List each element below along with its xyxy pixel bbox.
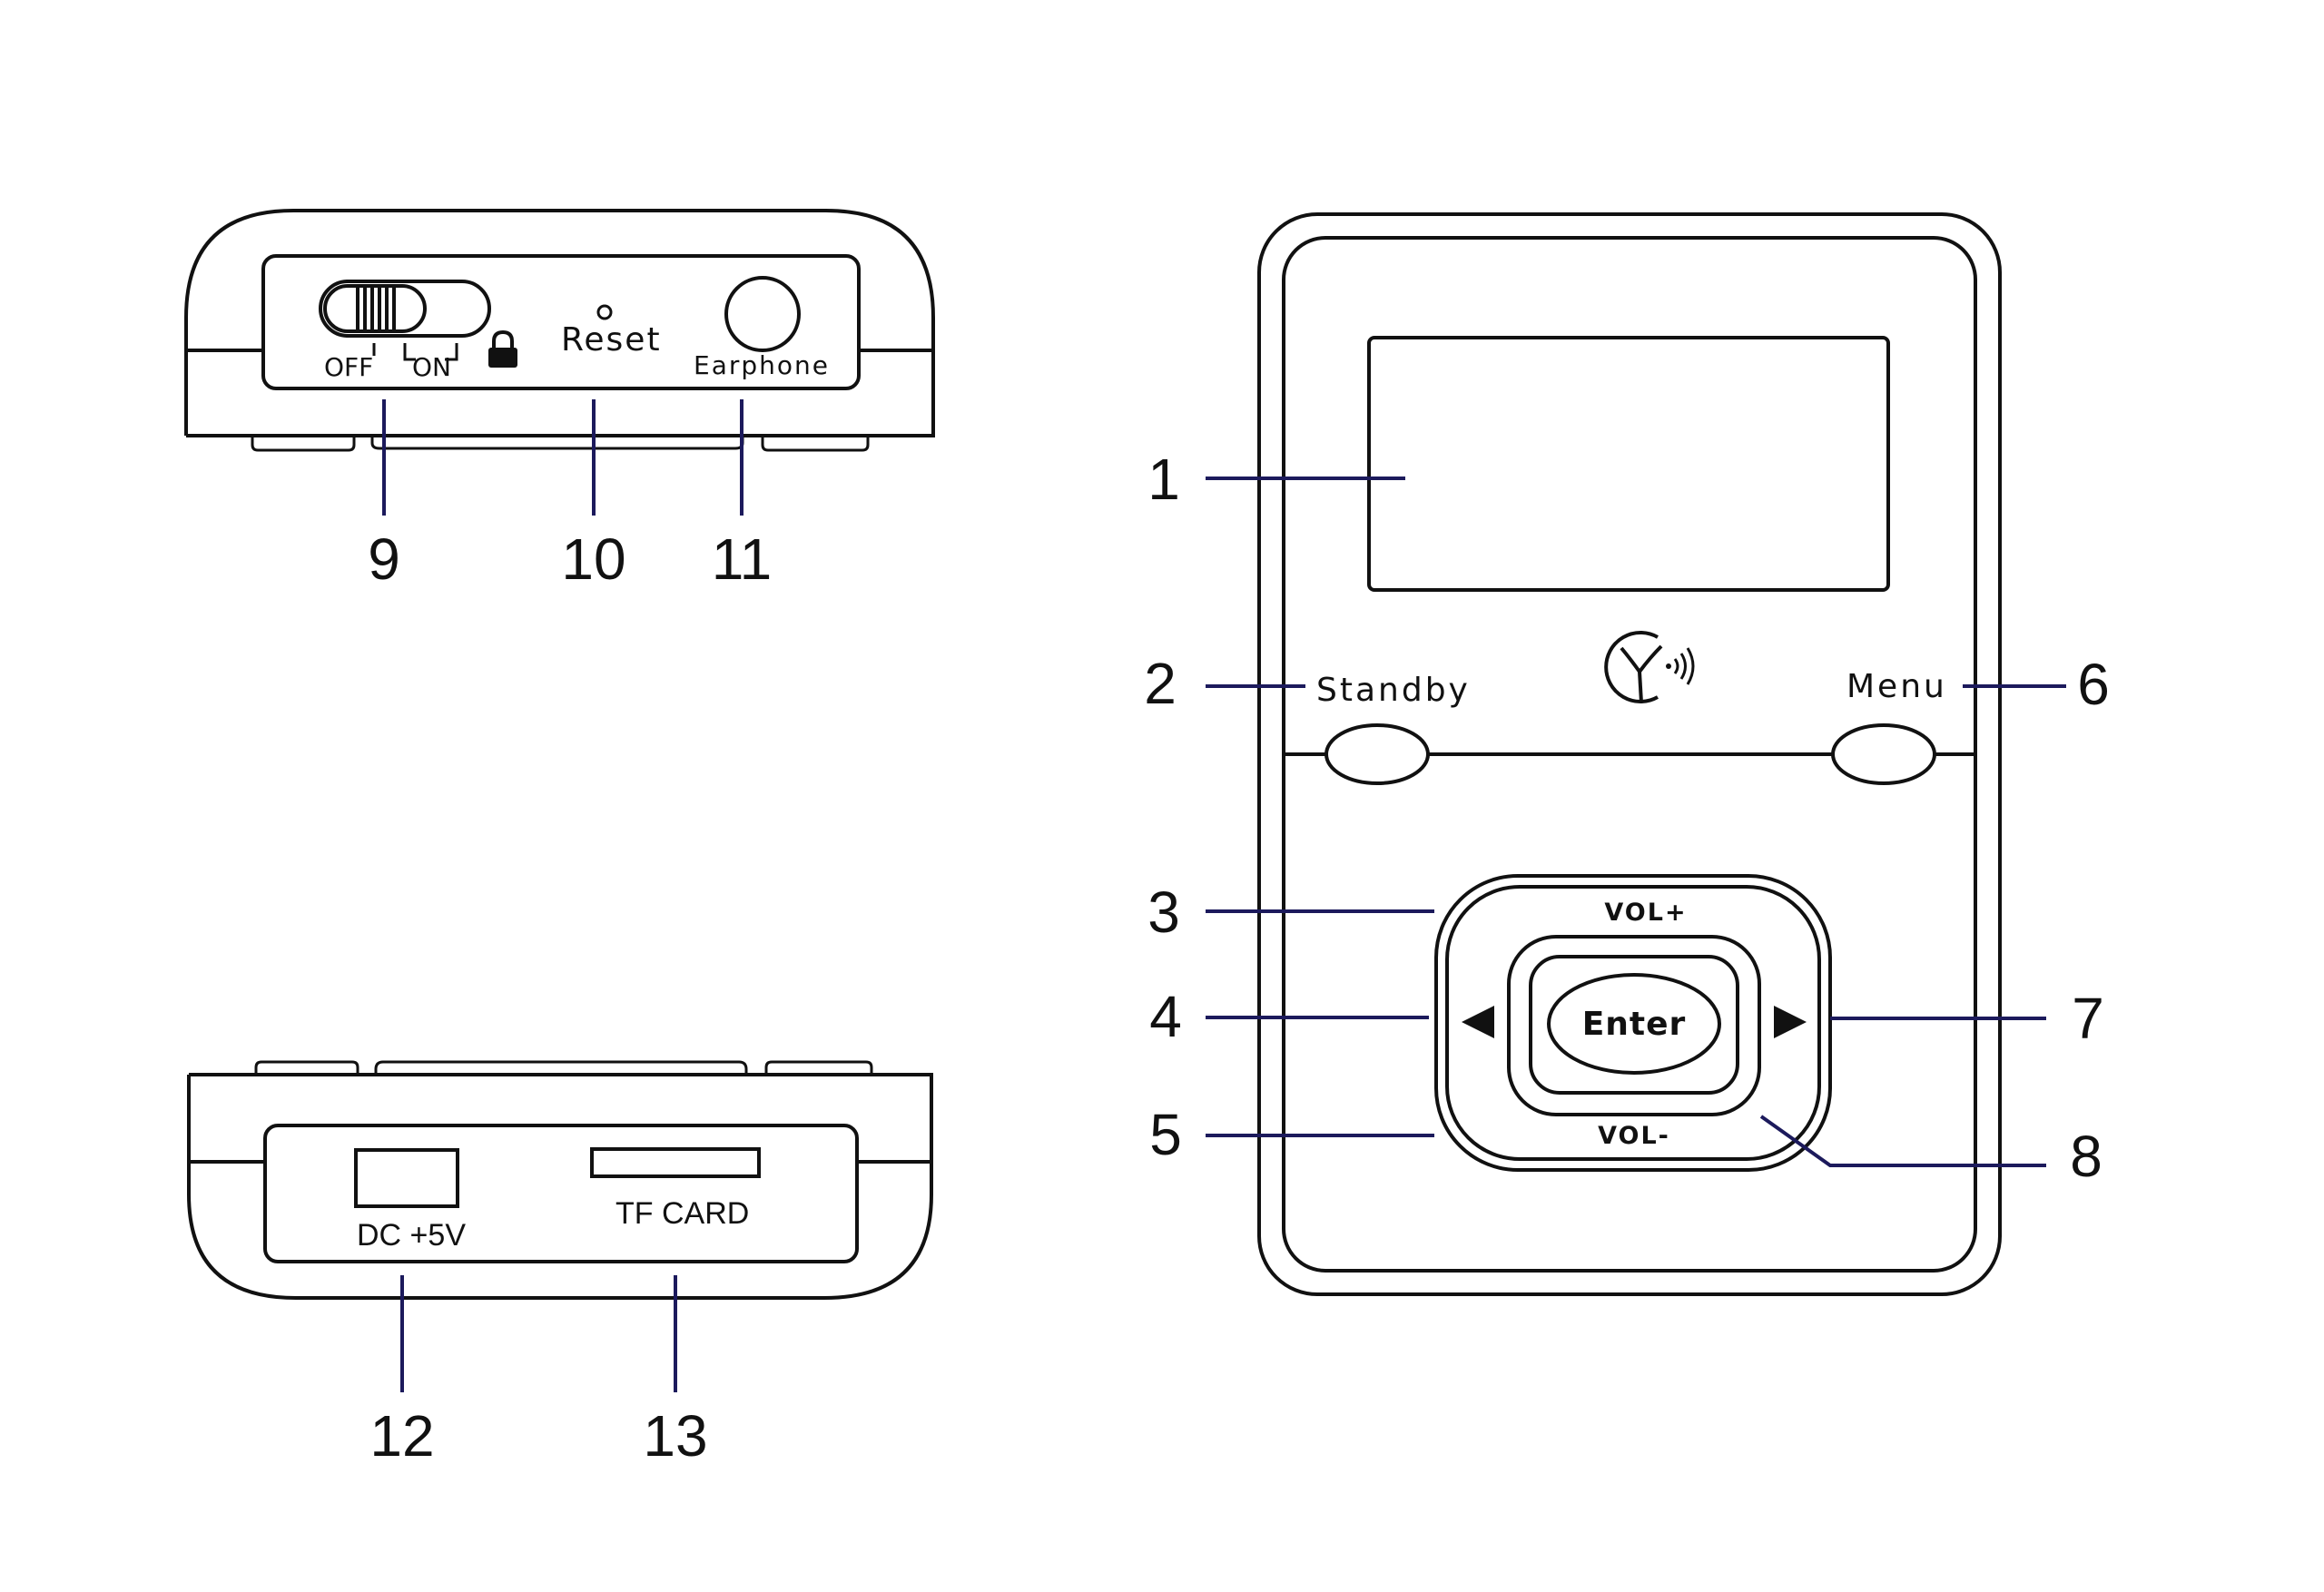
navigation-pad-center-inner (1529, 955, 1739, 1095)
callout-3: 3 (1147, 880, 1180, 945)
top-view: OFF ON Reset Earphone 9 10 11 (184, 209, 935, 592)
front-view-body (1257, 212, 2002, 1296)
power-switch-grip (356, 287, 396, 330)
tf-card-slot[interactable]: TF CARD (590, 1147, 761, 1231)
bottom-view: DC +5V TF CARD 12 13 (187, 1060, 933, 1469)
padlock-icon (488, 329, 517, 368)
tf-card-opening (590, 1147, 761, 1178)
callout-10: 10 (561, 526, 625, 592)
navigation-pad-ring (1445, 885, 1821, 1161)
top-view-foot-center (370, 437, 744, 450)
menu-label: Menu (1846, 668, 1947, 705)
reset-button[interactable]: Reset (561, 304, 662, 359)
dc-power-port[interactable]: DC +5V (354, 1148, 466, 1253)
callout-5: 5 (1149, 1102, 1182, 1167)
menu-button-shape (1831, 723, 1936, 785)
bottom-view-foot-right (764, 1060, 873, 1075)
menu-button[interactable]: Menu (1831, 668, 1947, 785)
reset-pinhole (596, 304, 613, 320)
callout-11: 11 (712, 526, 772, 592)
front-view: Standby Menu VOL+ VOL- (1144, 212, 2110, 1296)
callout-8: 8 (2070, 1124, 2102, 1189)
lcd-screen (1367, 336, 1890, 592)
callout-12: 12 (369, 1403, 434, 1469)
left-button[interactable] (1462, 1006, 1494, 1038)
switch-on-bracket-right (445, 343, 458, 361)
standby-label: Standby (1316, 672, 1471, 709)
callout-7: 7 (2072, 986, 2104, 1051)
navigation-pad-outer (1434, 874, 1832, 1172)
power-switch-slider (323, 284, 427, 333)
enter-label: Enter (1582, 1006, 1687, 1043)
earphone-jack[interactable]: Earphone (694, 276, 830, 380)
power-switch-track (319, 280, 491, 338)
callout-13: 13 (643, 1403, 707, 1469)
triangle-right-icon (1774, 1006, 1807, 1038)
earphone-label: Earphone (694, 350, 830, 380)
standby-button-shape (1324, 723, 1430, 785)
standby-button[interactable]: Standby (1316, 672, 1471, 785)
yc-logo-icon (1604, 631, 1695, 703)
top-view-foot-left (251, 437, 356, 452)
top-view-body (184, 209, 935, 437)
callout-2: 2 (1144, 651, 1177, 716)
enter-button-shape (1547, 973, 1721, 1075)
top-view-panel (261, 254, 861, 390)
vol-down-label: VOL- (1598, 1122, 1670, 1150)
switch-on-bracket-left (403, 343, 416, 361)
right-button[interactable] (1774, 1006, 1807, 1038)
dc-port-socket (354, 1148, 459, 1208)
power-switch[interactable]: OFF ON (319, 280, 491, 382)
top-view-foot-right (761, 437, 870, 452)
navigation-pad: VOL+ VOL- Enter (1434, 874, 1832, 1172)
callout-9: 9 (368, 526, 400, 592)
navigation-pad-center-ring (1507, 935, 1761, 1116)
bottom-view-body (187, 1073, 933, 1300)
triangle-left-icon (1462, 1006, 1494, 1038)
leader-8 (1759, 1115, 2046, 1167)
bottom-view-foot-center (374, 1060, 748, 1075)
earphone-jack-socket (724, 276, 801, 352)
switch-off-label: OFF (324, 352, 373, 382)
bottom-view-foot-left (254, 1060, 359, 1075)
callout-4: 4 (1149, 984, 1182, 1049)
vol-up-button[interactable]: VOL+ (1604, 899, 1687, 927)
callout-6: 6 (2077, 652, 2110, 717)
switch-on-label: ON (412, 352, 451, 382)
tf-label: TF CARD (615, 1196, 749, 1231)
reset-label: Reset (561, 321, 662, 359)
dc-label: DC +5V (357, 1218, 466, 1253)
bottom-view-panel (263, 1124, 859, 1263)
callout-1: 1 (1147, 447, 1180, 512)
vol-down-button[interactable]: VOL- (1598, 1122, 1670, 1150)
enter-button[interactable]: Enter (1547, 973, 1721, 1075)
vol-up-label: VOL+ (1604, 899, 1687, 927)
